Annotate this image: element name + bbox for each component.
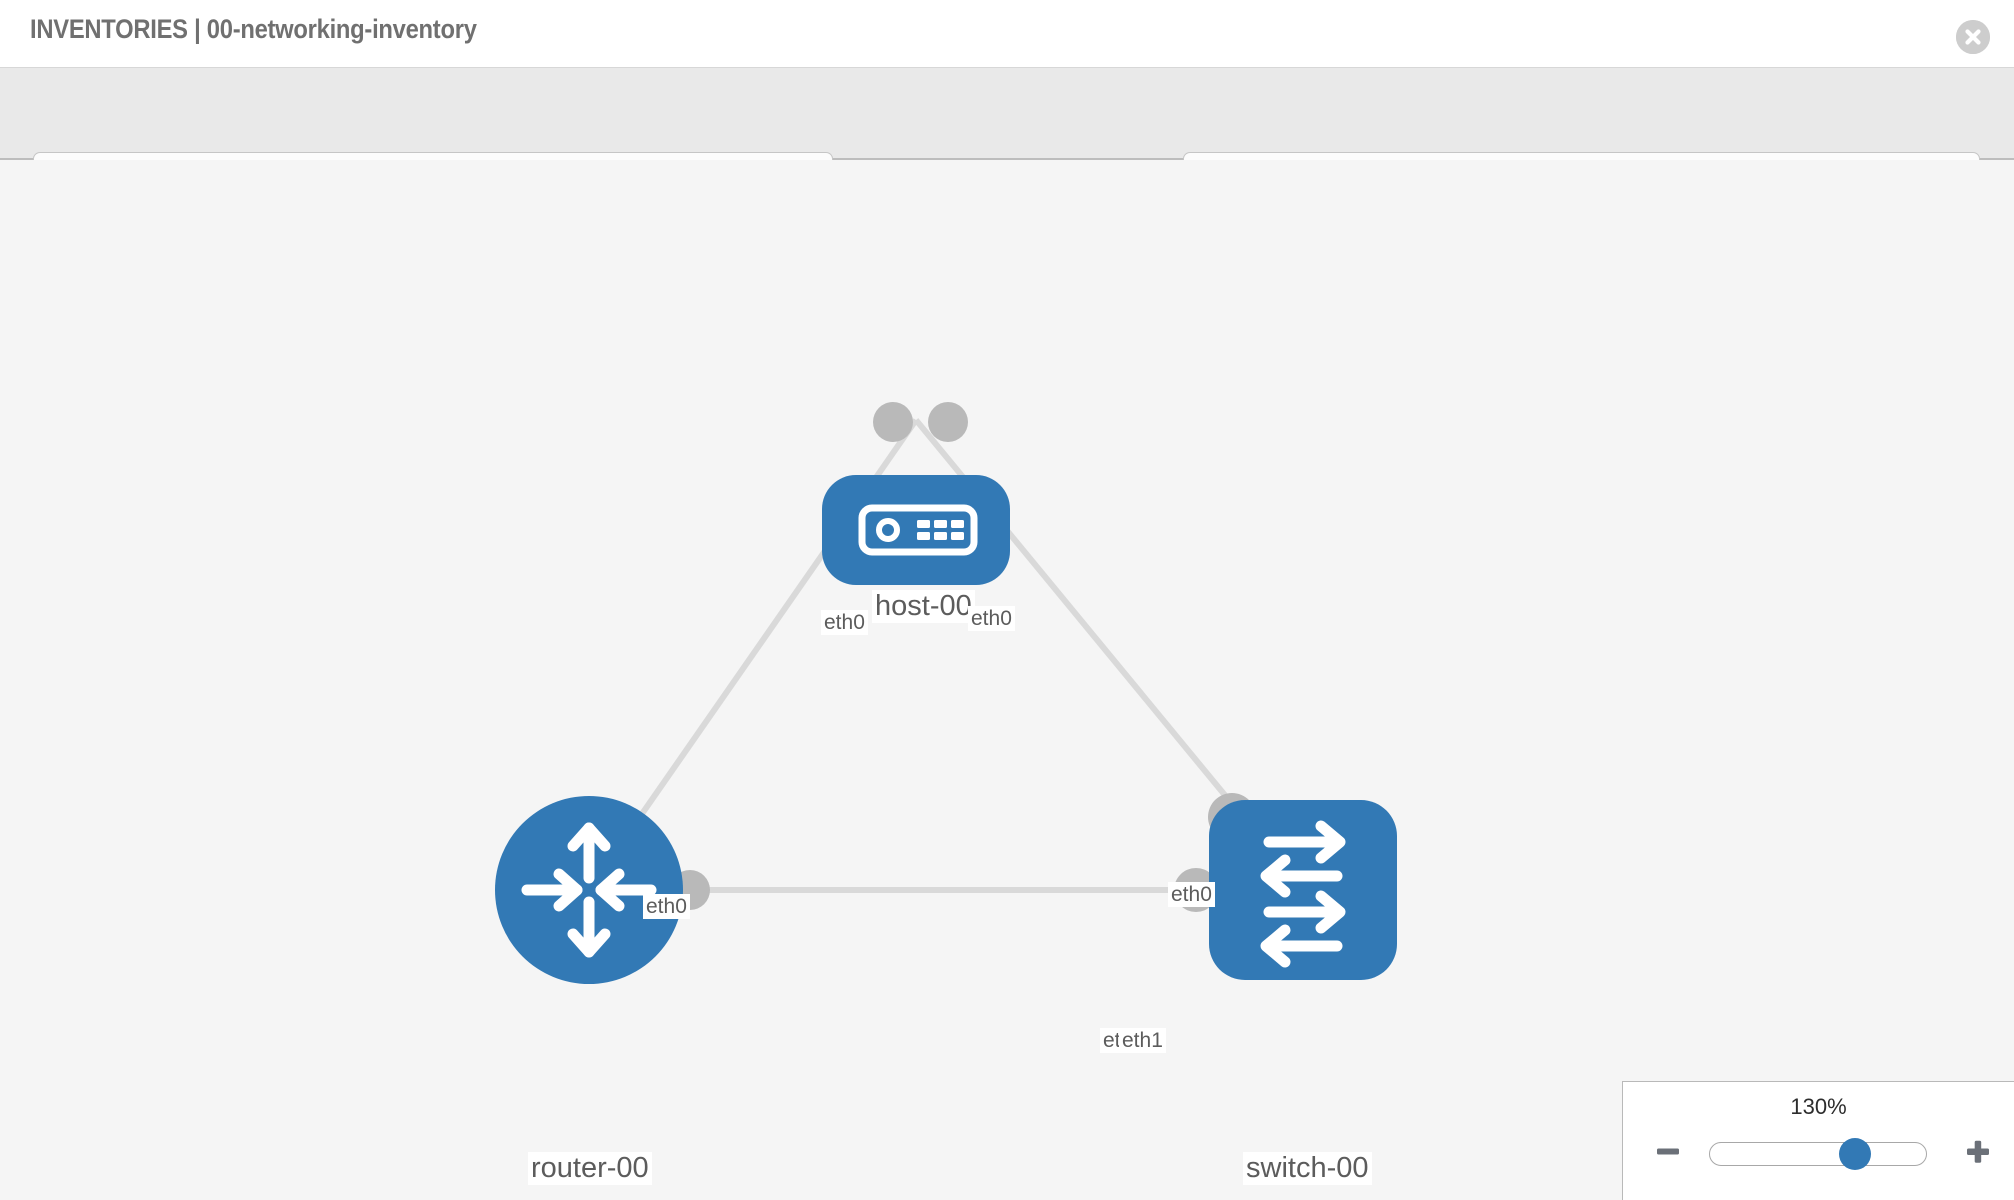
link-label-eth1: eth1 xyxy=(1119,1028,1166,1053)
zoom-out-button[interactable] xyxy=(1655,1139,1681,1170)
link-label-eth0: eth0 xyxy=(643,894,690,919)
link-label-eth0: eth0 xyxy=(968,606,1015,631)
link-label-eth0: eth0 xyxy=(821,610,868,635)
zoom-control-panel: 130% xyxy=(1622,1081,2014,1200)
node-switch-00[interactable] xyxy=(1209,800,1397,980)
topology-canvas[interactable]: host-00 router-00 switch-00 eth0 eth0 et… xyxy=(0,160,2014,1200)
toolbar: ACTIONS SEARCH xyxy=(0,68,2014,210)
zoom-in-button[interactable] xyxy=(1964,1138,1992,1171)
connector-host00-right[interactable] xyxy=(928,402,968,442)
node-label-host-00: host-00 xyxy=(872,590,975,623)
node-label-router-00: router-00 xyxy=(528,1152,652,1185)
zoom-percent-label: 130% xyxy=(1790,1094,1847,1119)
close-icon[interactable] xyxy=(1956,20,1990,54)
zoom-slider[interactable] xyxy=(1709,1138,1927,1170)
node-router-00[interactable] xyxy=(495,796,683,984)
connector-host00-left[interactable] xyxy=(873,402,913,442)
link-label-eth0: eth0 xyxy=(1168,882,1215,907)
zoom-slider-thumb[interactable] xyxy=(1838,1138,1871,1170)
node-label-switch-00: switch-00 xyxy=(1243,1152,1372,1185)
node-host-00[interactable] xyxy=(822,475,1010,585)
topology-graph xyxy=(495,402,1397,984)
page-header: INVENTORIES | 00-networking-inventory xyxy=(0,0,2014,68)
page-title: INVENTORIES | 00-networking-inventory xyxy=(30,14,477,44)
